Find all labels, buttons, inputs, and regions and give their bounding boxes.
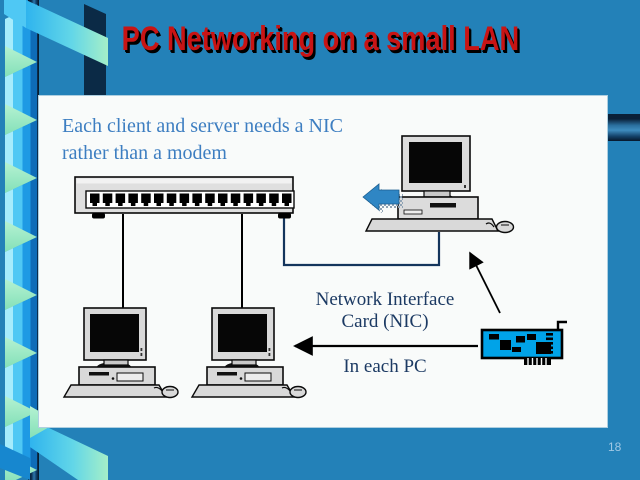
slide-title-text: PC Networking on a small LAN <box>121 20 519 58</box>
panel-heading-line2: rather than a modem <box>62 142 227 164</box>
nic-label-line1: Network Interface <box>315 289 455 310</box>
panel-heading-line1: Each client and server needs a NIC <box>62 115 343 137</box>
nic-label: Network Interface Card (NIC) <box>300 289 470 333</box>
ribbon-top-flourish <box>4 0 108 95</box>
page-number: 18 <box>608 440 622 454</box>
nic-label-line2: Card (NIC) <box>341 311 429 332</box>
slide-title: PC Networking on a small LAN <box>0 20 640 59</box>
panel-heading: Each client and server needs a NIC rathe… <box>62 113 402 167</box>
right-stripe-bar <box>604 114 640 141</box>
nic-sublabel: In each PC <box>343 356 427 377</box>
